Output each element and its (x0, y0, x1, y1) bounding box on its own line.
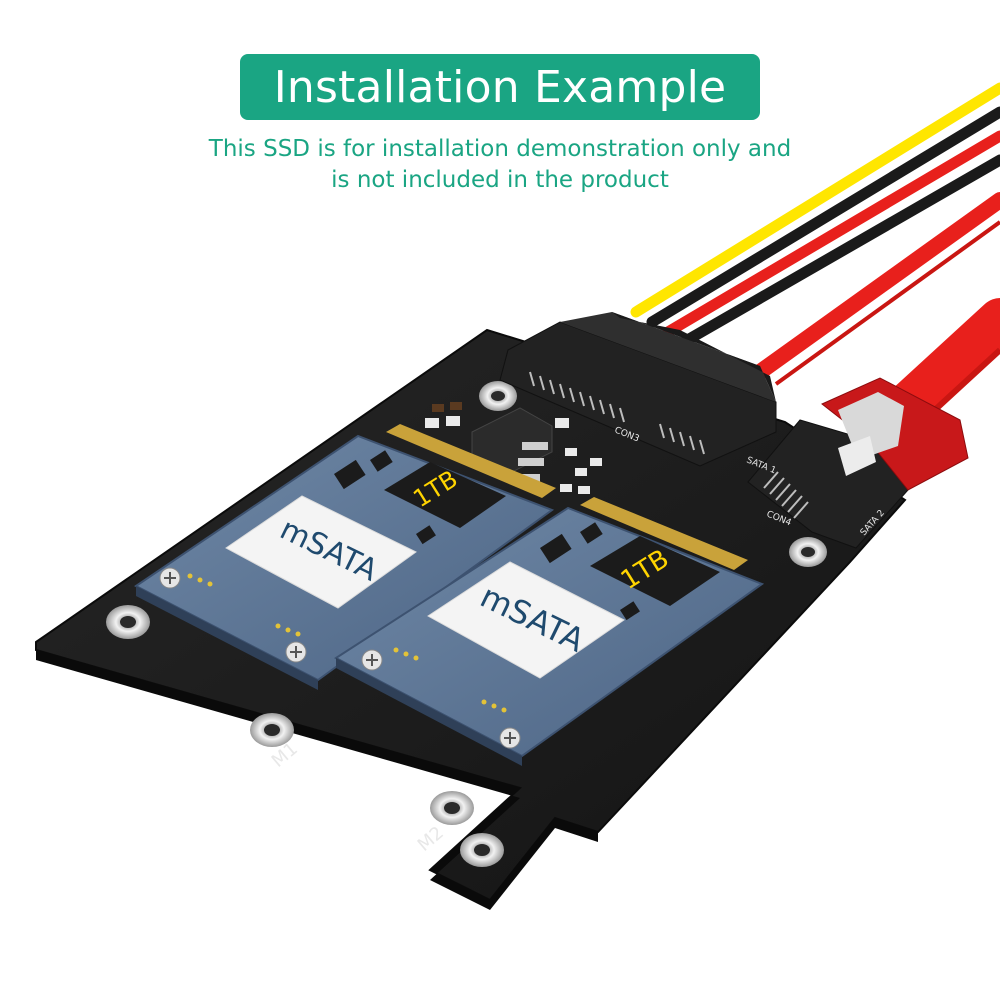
subtitle: This SSD is for installation demonstrati… (150, 134, 850, 196)
screw (499, 727, 521, 749)
sata-data-connector (747, 377, 969, 549)
mounting-hole (250, 713, 294, 747)
mounting-hole (789, 537, 827, 567)
page-title: Installation Example (273, 61, 727, 113)
ssd-card-2: mSATA 1TB (334, 506, 765, 766)
subtitle-line-2: is not included in the product (331, 167, 669, 193)
mounting-hole (106, 605, 150, 639)
ssd-card-1: mSATA 1TB (134, 434, 555, 690)
slot-label-m2: M2 (414, 822, 448, 855)
mounting-hole (460, 833, 504, 867)
subtitle-line-1: This SSD is for installation demonstrati… (208, 136, 792, 162)
mounting-holes (106, 381, 827, 867)
msata-slot-sockets (386, 424, 748, 570)
mounting-hole (430, 791, 474, 825)
screw (159, 567, 181, 589)
mounting-hole (479, 381, 517, 411)
power-cable (630, 82, 1000, 348)
sata-power-connector (499, 312, 777, 467)
title-badge: Installation Example (240, 54, 760, 120)
screw (285, 641, 307, 663)
smd-components (425, 402, 602, 494)
screw (361, 649, 383, 671)
